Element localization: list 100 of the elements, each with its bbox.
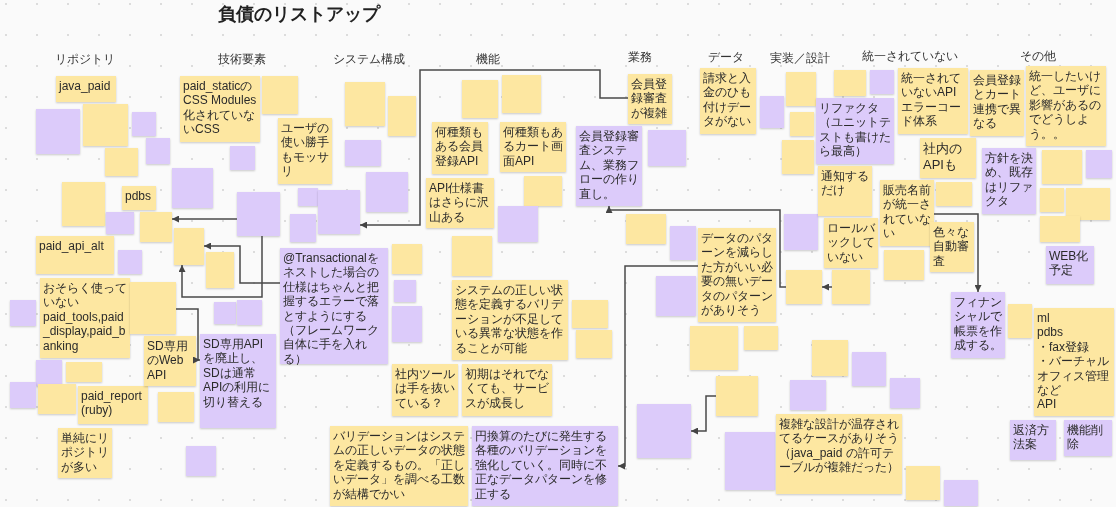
note-text: 請求と入金のひも付けデータがない bbox=[703, 71, 752, 129]
sticky-note bbox=[784, 214, 818, 250]
sticky-note bbox=[656, 276, 696, 316]
note-text: 何種類もある会員登録API bbox=[435, 125, 484, 169]
sticky-note bbox=[10, 382, 36, 408]
sticky-note bbox=[118, 250, 142, 274]
sticky-note bbox=[498, 206, 538, 242]
sticky-note bbox=[524, 176, 562, 206]
note-text: pdbs bbox=[125, 189, 153, 204]
column-header: 技術要素 bbox=[218, 51, 266, 68]
sticky-note bbox=[898, 68, 968, 134]
sticky-note bbox=[1034, 308, 1114, 416]
sticky-note bbox=[66, 362, 102, 382]
sticky-note bbox=[392, 306, 422, 342]
note-text: API bbox=[1037, 397, 1058, 412]
sticky-note bbox=[83, 104, 128, 146]
sticky-note bbox=[214, 302, 236, 324]
sticky-note bbox=[790, 112, 814, 136]
sticky-note bbox=[1046, 246, 1094, 284]
note-text: リファクタ（ユニットテストも書けたら最高） bbox=[819, 101, 891, 159]
sticky-note bbox=[1040, 188, 1064, 212]
note-text: フィナンシャルで帳票を作成する。 bbox=[954, 295, 1002, 353]
sticky-note bbox=[230, 146, 255, 170]
note-text: 返済方法案 bbox=[1013, 423, 1050, 452]
sticky-note bbox=[944, 480, 978, 506]
sticky-note bbox=[576, 330, 612, 358]
note-text: SD専用APIを廃止し、SDは通常APIの利用に切り替える bbox=[203, 337, 272, 409]
sticky-note bbox=[920, 138, 976, 178]
note-text: ml bbox=[1037, 311, 1051, 326]
column-header: 実装／設計 bbox=[770, 50, 830, 67]
note-text: paid_api_alt bbox=[39, 239, 105, 254]
sticky-note bbox=[36, 360, 62, 386]
connector-arrow bbox=[178, 235, 263, 298]
sticky-note bbox=[237, 300, 262, 325]
note-text: 複雑な設計が温存されてるケースがありそう（java_paid の許可テーブルが複雑だった） bbox=[779, 417, 899, 475]
note-text: システムの正しい状態を定義するバリデーションが不足している異常な状態を作ることが可能 bbox=[455, 283, 564, 355]
connector-arrow bbox=[933, 213, 982, 293]
sticky-note bbox=[132, 112, 156, 136]
sticky-note bbox=[78, 386, 148, 424]
sticky-note bbox=[186, 446, 216, 476]
note-text: @Transactionalをネストした場合の仕様はちゃんと把握するエラーで落とすようにする（フレームワーク自体に手を入れる） bbox=[283, 251, 380, 367]
sticky-note bbox=[626, 214, 666, 244]
sticky-note bbox=[1042, 150, 1082, 184]
note-text: 色々な自動審査 bbox=[933, 225, 970, 269]
sticky-note bbox=[144, 336, 196, 386]
note-text: ユーザの使い勝手もモッサリ bbox=[281, 121, 329, 179]
connector-arrow bbox=[171, 215, 238, 223]
sticky-note bbox=[36, 236, 114, 274]
sticky-note bbox=[366, 172, 408, 212]
note-text: 統一されていないAPIエラーコード体系 bbox=[901, 71, 962, 129]
column-header: その他 bbox=[1020, 48, 1056, 65]
column-header: 業務 bbox=[628, 49, 652, 66]
sticky-note bbox=[832, 270, 870, 304]
sticky-note bbox=[388, 96, 416, 136]
note-text: 何種類もあるカート画面API bbox=[503, 125, 563, 169]
note-text: データのパターンを減らした方がいい必要の無いデータのパターンがありそう bbox=[701, 231, 773, 318]
note-text: paid_report (ruby) bbox=[81, 389, 143, 418]
sticky-note bbox=[462, 80, 498, 118]
note-text: おそらく使っていないpaid_tools,paid_display,paid_banking bbox=[43, 281, 127, 353]
note-text: 統一したいけど、ユーザに影響があるのでどうしよう。。 bbox=[1029, 69, 1102, 141]
sticky-note bbox=[472, 426, 618, 506]
connector-arrow bbox=[175, 308, 201, 364]
sticky-note bbox=[298, 188, 318, 206]
note-text: 社内ツールは手を抜いている？ bbox=[395, 367, 455, 411]
sticky-note bbox=[870, 70, 894, 94]
sticky-note bbox=[1008, 304, 1032, 338]
sticky-note bbox=[725, 432, 775, 490]
note-text: 初期はそれでなくても、サービスが成長し bbox=[465, 367, 549, 411]
column-header: データ bbox=[708, 49, 744, 66]
sticky-note bbox=[140, 212, 172, 242]
note-text: 機能削除 bbox=[1067, 423, 1104, 452]
sticky-note bbox=[670, 226, 696, 260]
sticky-note bbox=[890, 378, 920, 408]
sticky-note bbox=[648, 130, 686, 166]
sticky-note bbox=[818, 166, 872, 216]
sticky-note bbox=[884, 250, 924, 280]
sticky-note bbox=[852, 352, 886, 386]
note-text: 会員登録審査システム、業務フローの作り直し。 bbox=[579, 129, 639, 201]
sticky-note bbox=[36, 109, 80, 154]
sticky-note bbox=[394, 280, 416, 302]
note-text: java_paid bbox=[59, 79, 112, 94]
connector-arrow bbox=[821, 283, 833, 291]
sticky-note bbox=[936, 182, 972, 206]
note-text: ロールバックしていない bbox=[827, 221, 875, 265]
sticky-note bbox=[105, 148, 138, 176]
connector-arrow bbox=[359, 69, 629, 229]
note-text: SD専用のWeb API bbox=[147, 339, 189, 383]
sticky-note bbox=[345, 140, 381, 166]
sticky-note bbox=[452, 236, 492, 276]
sticky-note bbox=[392, 244, 422, 274]
note-text: API仕様書はさらに沢山ある bbox=[429, 181, 490, 225]
note-text: 通知するだけ bbox=[821, 169, 869, 198]
connector-arrow bbox=[617, 265, 699, 470]
note-text: ・バーチャルオフィス管理 bbox=[1037, 354, 1110, 383]
sticky-note bbox=[106, 212, 134, 234]
sticky-note bbox=[786, 72, 816, 106]
note-text: ・fax登録 bbox=[1037, 339, 1090, 355]
note-text: pdbs bbox=[1037, 325, 1064, 340]
column-header: システム構成 bbox=[333, 51, 405, 68]
sticky-note bbox=[502, 75, 541, 113]
